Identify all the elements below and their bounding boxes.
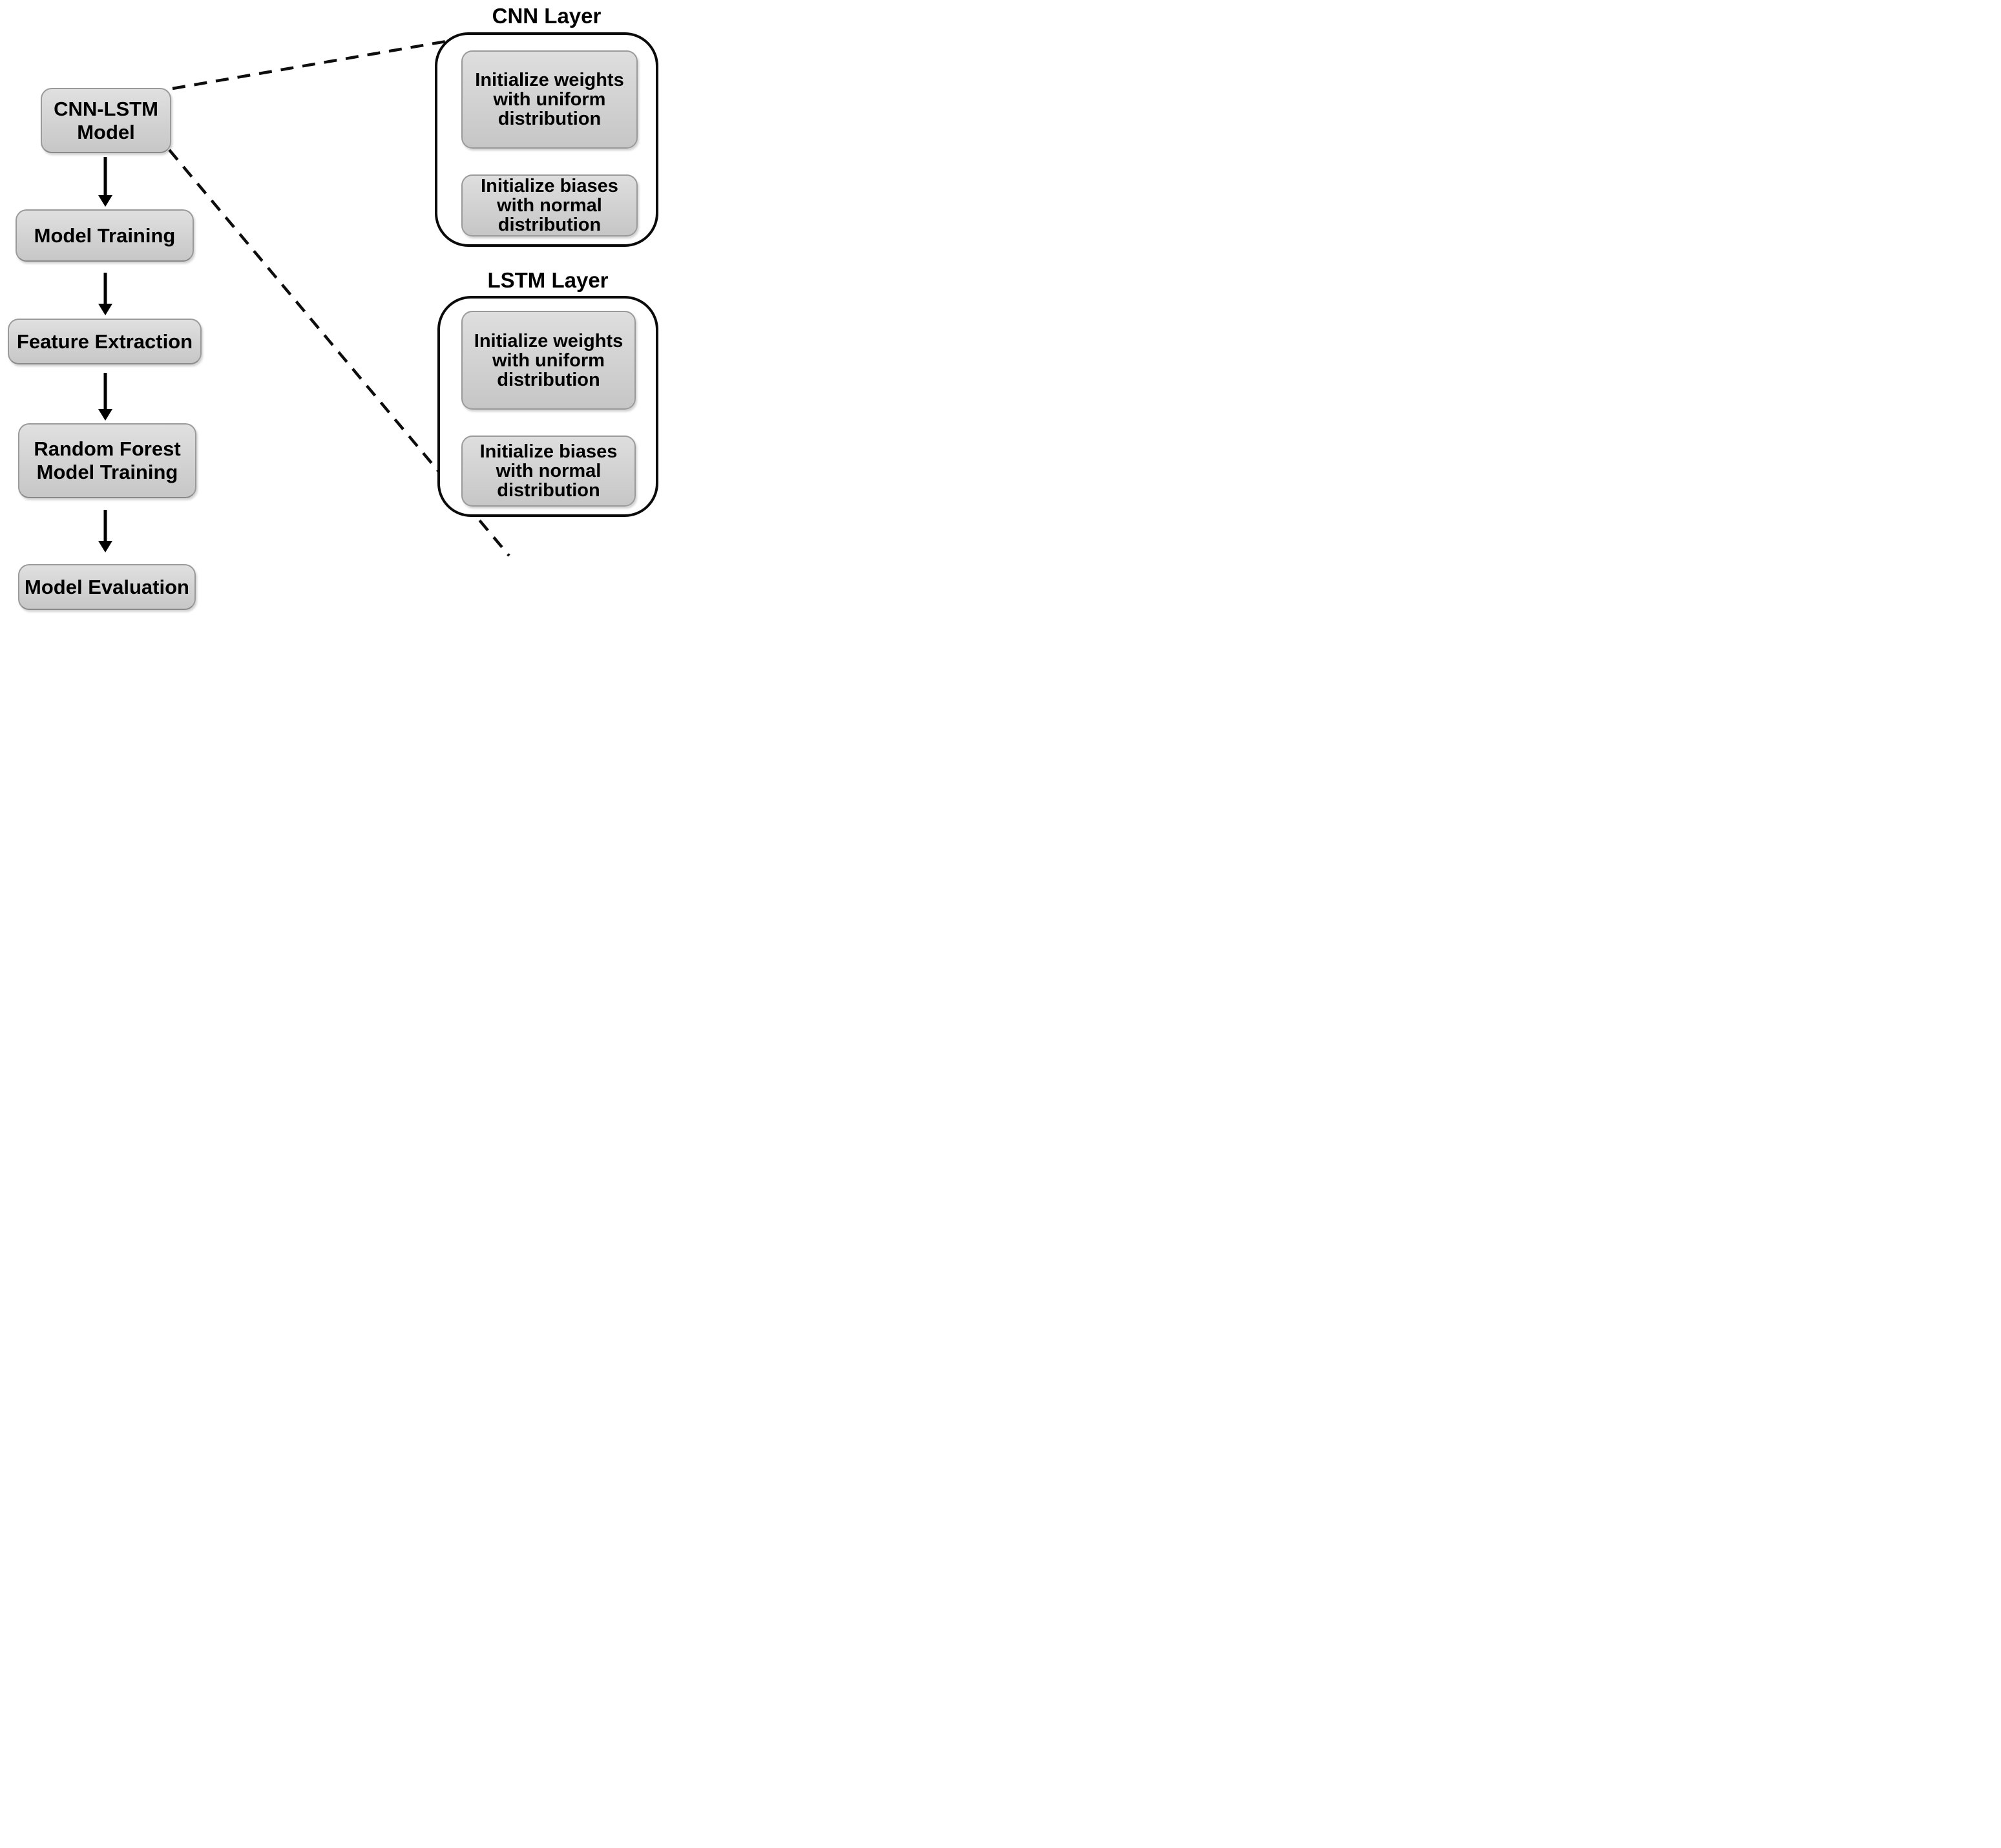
flow-arrow-3 <box>98 373 112 421</box>
dashed-connector-cnn <box>172 38 454 90</box>
flow-node-label: Model Evaluation <box>25 575 189 598</box>
lstm-init-biases-box: Initialize biases with normal distributi… <box>461 436 636 507</box>
flow-node-cnn-lstm-model: CNN-LSTM Model <box>41 88 171 153</box>
lstm-init-biases-label: Initialize biases with normal distributi… <box>479 441 618 501</box>
cnn-init-weights-label: Initialize weights with uniform distribu… <box>475 70 624 129</box>
flow-node-label: Model Training <box>34 224 176 247</box>
flow-arrow-1 <box>98 157 112 207</box>
lstm-init-weights-label: Initialize weights with uniform distribu… <box>474 330 623 390</box>
cnn-init-biases-box: Initialize biases with normal distributi… <box>461 174 638 236</box>
flow-node-random-forest-model-training: Random Forest Model Training <box>18 423 196 498</box>
lstm-layer-title: LSTM Layer <box>487 268 609 292</box>
flow-node-feature-extraction: Feature Extraction <box>8 319 202 364</box>
flow-node-label: Feature Extraction <box>16 330 193 353</box>
cnn-layer-container: Initialize weights with uniform distribu… <box>435 32 658 247</box>
flow-arrow-2 <box>98 273 112 315</box>
cnn-layer-title: CNN Layer <box>492 4 602 28</box>
lstm-init-weights-box: Initialize weights with uniform distribu… <box>461 311 636 410</box>
flow-node-model-evaluation: Model Evaluation <box>18 564 196 610</box>
flow-node-model-training: Model Training <box>16 209 194 262</box>
flow-node-label: CNN-LSTM Model <box>54 97 158 143</box>
diagram-canvas: CNN-LSTM Model Model Training Feature Ex… <box>0 0 667 616</box>
lstm-layer-container: Initialize weights with uniform distribu… <box>437 296 658 517</box>
flow-node-label: Random Forest Model Training <box>34 437 181 483</box>
flow-arrow-4 <box>98 510 112 552</box>
cnn-init-biases-label: Initialize biases with normal distributi… <box>481 176 618 235</box>
cnn-init-weights-box: Initialize weights with uniform distribu… <box>461 50 638 149</box>
